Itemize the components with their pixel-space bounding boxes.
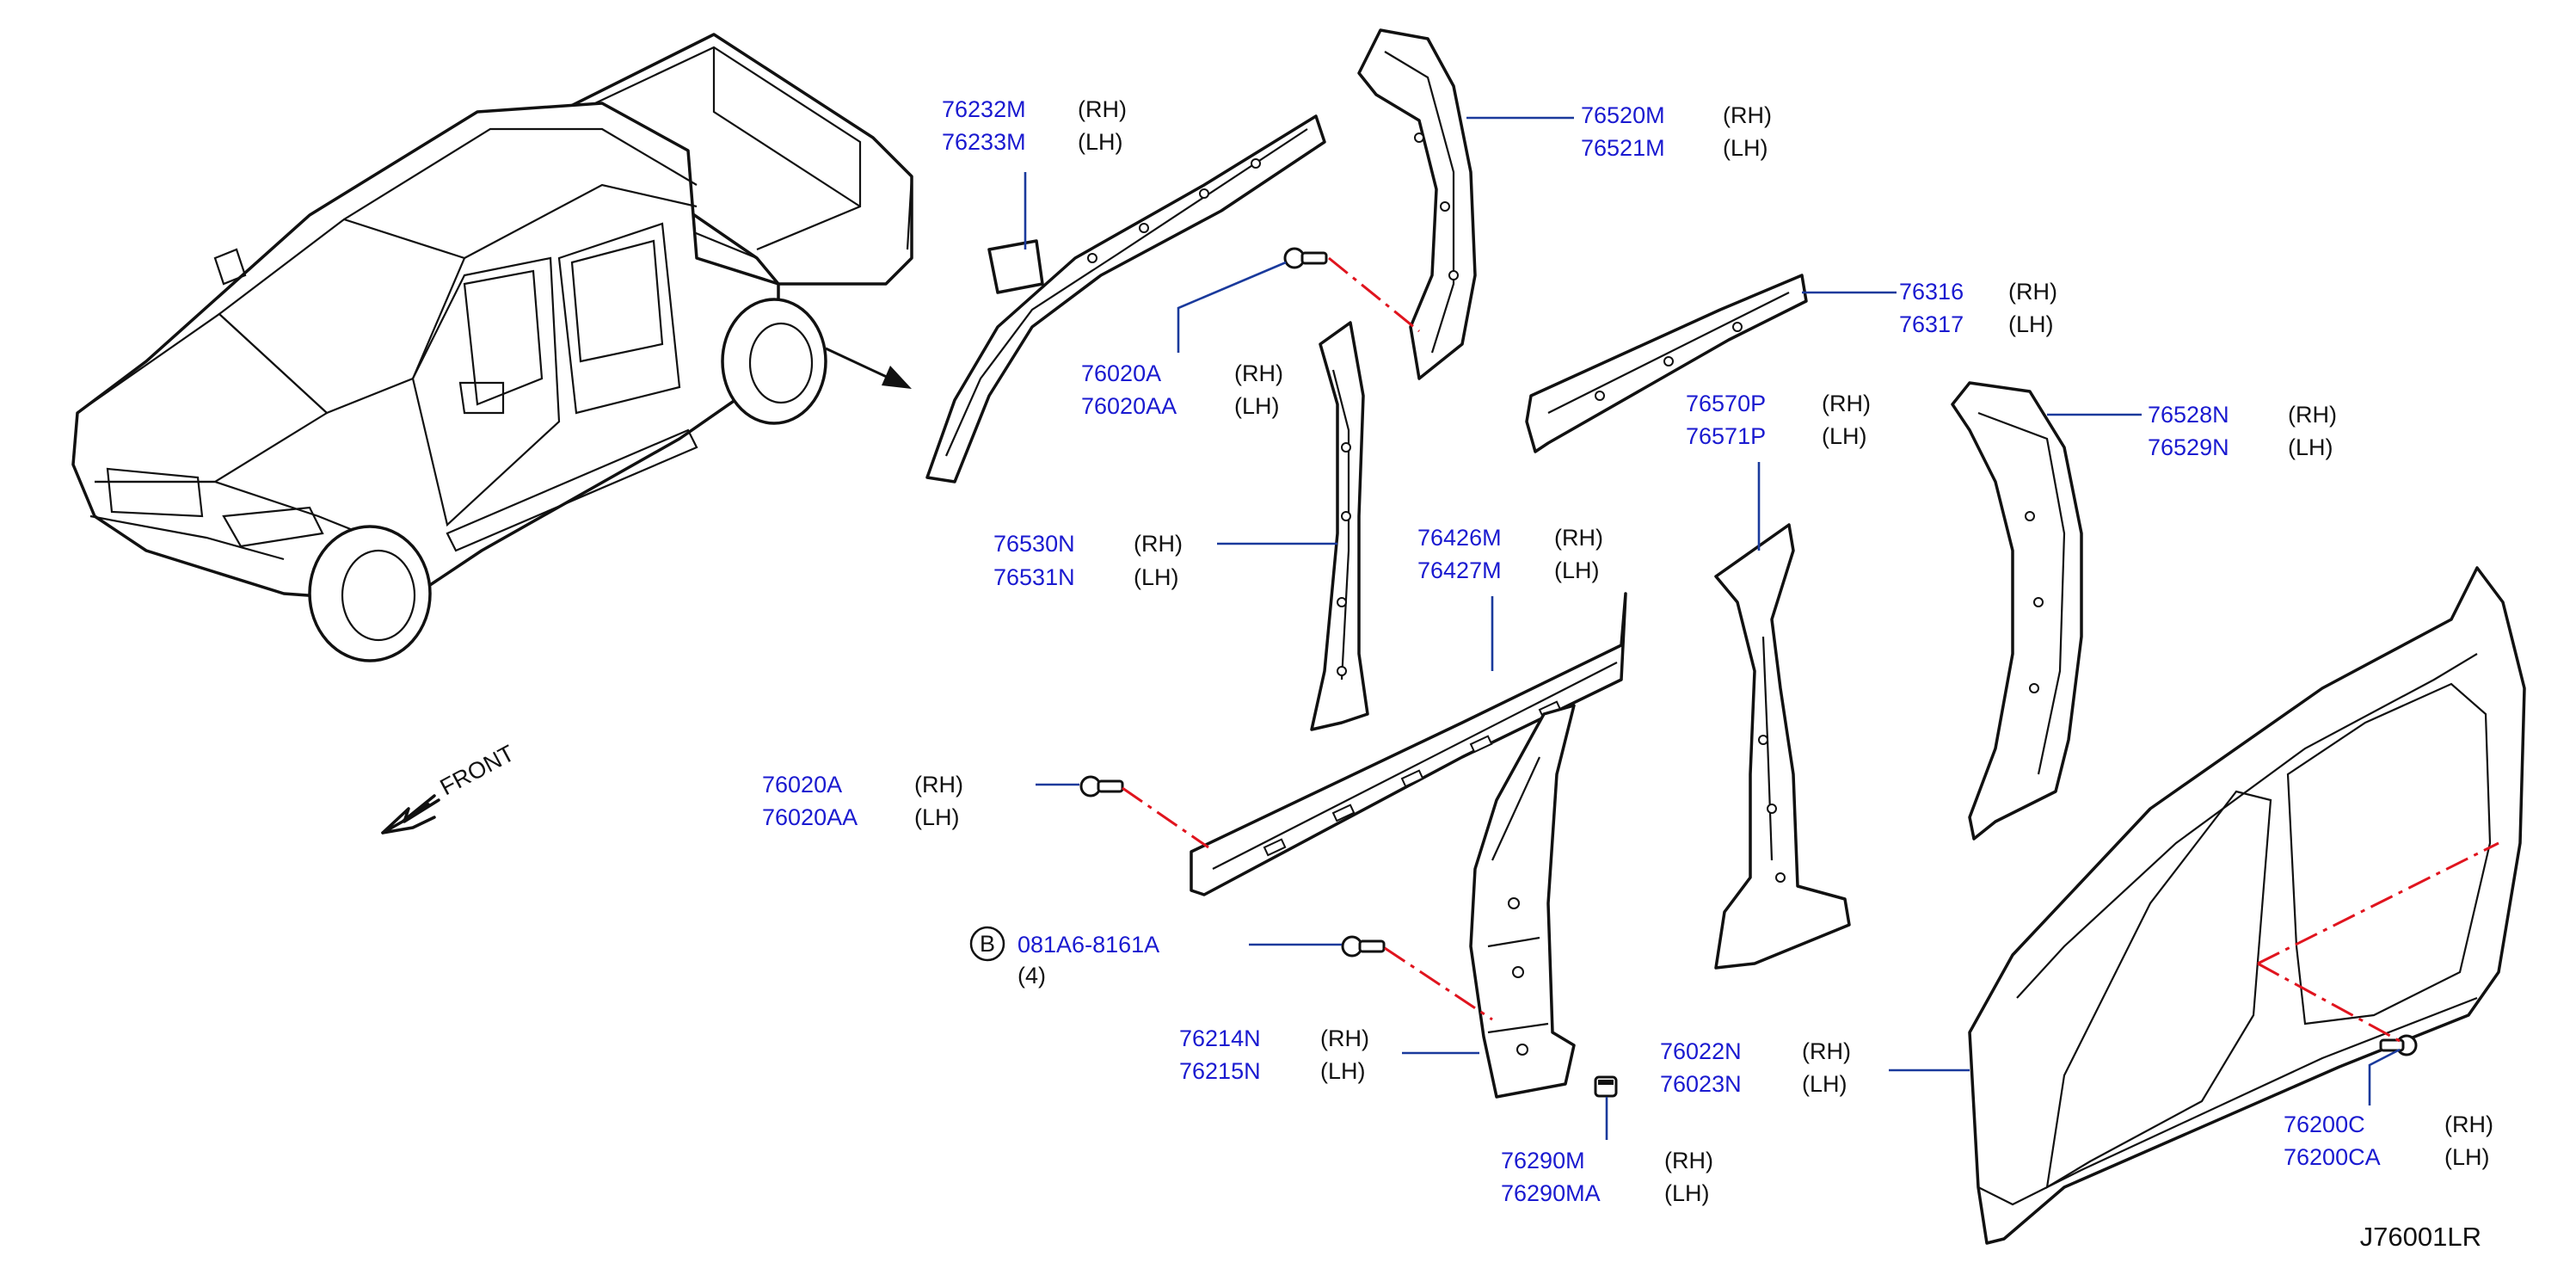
sill-bolt [1079, 775, 1124, 798]
hardware [1079, 247, 2418, 1098]
callout-body-side-outer: 76022N (RH) 76023N (LH) [1660, 1038, 1851, 1097]
part-number: 76426M [1417, 525, 1502, 551]
badge-circle [969, 926, 1005, 962]
part-number: 76571P [1686, 423, 1766, 449]
part-front-pillar-lower [1469, 704, 1576, 1099]
body-side-bolt [2379, 1034, 2418, 1056]
side-label: (RH) [1320, 1025, 1369, 1051]
callout-clip: 76290M (RH) 76290MA (LH) [1501, 1148, 1713, 1206]
roof-bolt [1283, 247, 1328, 269]
part-center-pillar-inner [1714, 523, 1851, 970]
side-label: (RH) [1134, 531, 1183, 557]
part-number: 081A6-8161A [1017, 932, 1159, 958]
part-body-side-outer [1968, 566, 2526, 1245]
part-number: 76570P [1686, 391, 1766, 416]
callout-rear-pillar-upper: 76520M (RH) 76521M (LH) [1581, 102, 1772, 161]
part-number: 76020A [1081, 360, 1161, 386]
part-number: 76528N [2148, 402, 2229, 428]
part-number: 76023N [1660, 1071, 1742, 1097]
part-number: 76214N [1179, 1025, 1261, 1051]
part-roof-rail [925, 114, 1326, 483]
part-number: 76020A [762, 772, 842, 798]
clip [1594, 1075, 1618, 1098]
part-number: 76215N [1179, 1058, 1261, 1084]
side-label: (LH) [1723, 135, 1768, 161]
part-number: 76022N [1660, 1038, 1742, 1064]
part-number: 76020AA [762, 804, 858, 830]
part-roof-side-brace [1525, 274, 1808, 453]
side-label: (RH) [1723, 102, 1772, 128]
side-label: (LH) [1822, 423, 1867, 449]
side-label: (LH) [1078, 129, 1123, 155]
front-label: FRONT [436, 740, 519, 800]
side-label: (LH) [1554, 557, 1600, 583]
side-label: (RH) [1664, 1148, 1713, 1173]
side-label: (LH) [1802, 1071, 1847, 1097]
part-number: 76290M [1501, 1148, 1585, 1173]
part-number: 76316 [1899, 279, 1964, 305]
part-number: 76200C [2284, 1112, 2365, 1137]
leader-lines [1024, 116, 2401, 1140]
diagram-id: J76001LR [2360, 1222, 2481, 1252]
part-rear-pillar-inner [1951, 381, 2083, 841]
side-label: (RH) [914, 772, 963, 798]
part-number: 76200CA [2284, 1144, 2381, 1170]
callout-rear-pillar-inner: 76528N (RH) 76529N (LH) [2148, 402, 2337, 460]
badge-label: B [980, 931, 995, 957]
callout-roof-side-brace: 76316 (RH) 76317 (LH) [1899, 279, 2057, 337]
part-number: 76427M [1417, 557, 1502, 583]
side-label: (LH) [1320, 1058, 1366, 1084]
side-label: (RH) [2444, 1112, 2493, 1137]
side-label: (RH) [2008, 279, 2057, 305]
part-center-pillar [1310, 321, 1369, 731]
callout-front-pillar-bolt: B 081A6-8161A (4) [969, 926, 1159, 988]
callout-sill-bolt: 76020A (RH) 76020AA (LH) [762, 772, 963, 830]
side-label: (LH) [1234, 393, 1280, 419]
part-number: 76530N [993, 531, 1075, 557]
part-number: 76520M [1581, 102, 1665, 128]
side-label: (RH) [1822, 391, 1871, 416]
part-rear-pillar-upper [1357, 28, 1477, 380]
side-label: (LH) [1134, 564, 1179, 590]
side-label: (LH) [2008, 311, 2054, 337]
front-pillar-bolt [1341, 935, 1386, 958]
truck-illustration [71, 33, 913, 662]
alignment-lines [1122, 256, 2499, 1043]
front-indicator: FRONT [381, 740, 519, 834]
callout-roof-bolt: 76020A (RH) 76020AA (LH) [1081, 360, 1283, 419]
side-label: (LH) [2288, 434, 2333, 460]
part-number: 76521M [1581, 135, 1665, 161]
callout-center-pillar: 76530N (RH) 76531N (LH) [993, 531, 1183, 590]
callout-body-side-bolt: 76200C (RH) 76200CA (LH) [2284, 1112, 2493, 1170]
side-label: (RH) [1802, 1038, 1851, 1064]
callout-roof-rail: 76232M (RH) 76233M (LH) [942, 96, 1127, 155]
part-sill-inner [1190, 592, 1627, 896]
side-label: (RH) [2288, 402, 2337, 428]
part-number: 76531N [993, 564, 1075, 590]
part-number: 76233M [942, 129, 1026, 155]
side-label: (RH) [1234, 360, 1283, 386]
side-label: (LH) [2444, 1144, 2490, 1170]
callout-sill-inner: 76426M (RH) 76427M (LH) [1417, 525, 1603, 583]
part-number: 76529N [2148, 434, 2229, 460]
side-label: (RH) [1554, 525, 1603, 551]
side-label: (LH) [1664, 1180, 1710, 1206]
direction-arrow [825, 347, 912, 389]
part-number: 76290MA [1501, 1180, 1601, 1206]
part-number: 76317 [1899, 311, 1964, 337]
side-label: (LH) [914, 804, 960, 830]
callout-center-pillar-inner: 76570P (RH) 76571P (LH) [1686, 391, 1871, 449]
part-number: 76232M [942, 96, 1026, 122]
quantity-label: (4) [1017, 963, 1046, 988]
callout-front-pillar-lower: 76214N (RH) 76215N (LH) [1179, 1025, 1369, 1084]
side-label: (RH) [1078, 96, 1127, 122]
part-number: 76020AA [1081, 393, 1177, 419]
